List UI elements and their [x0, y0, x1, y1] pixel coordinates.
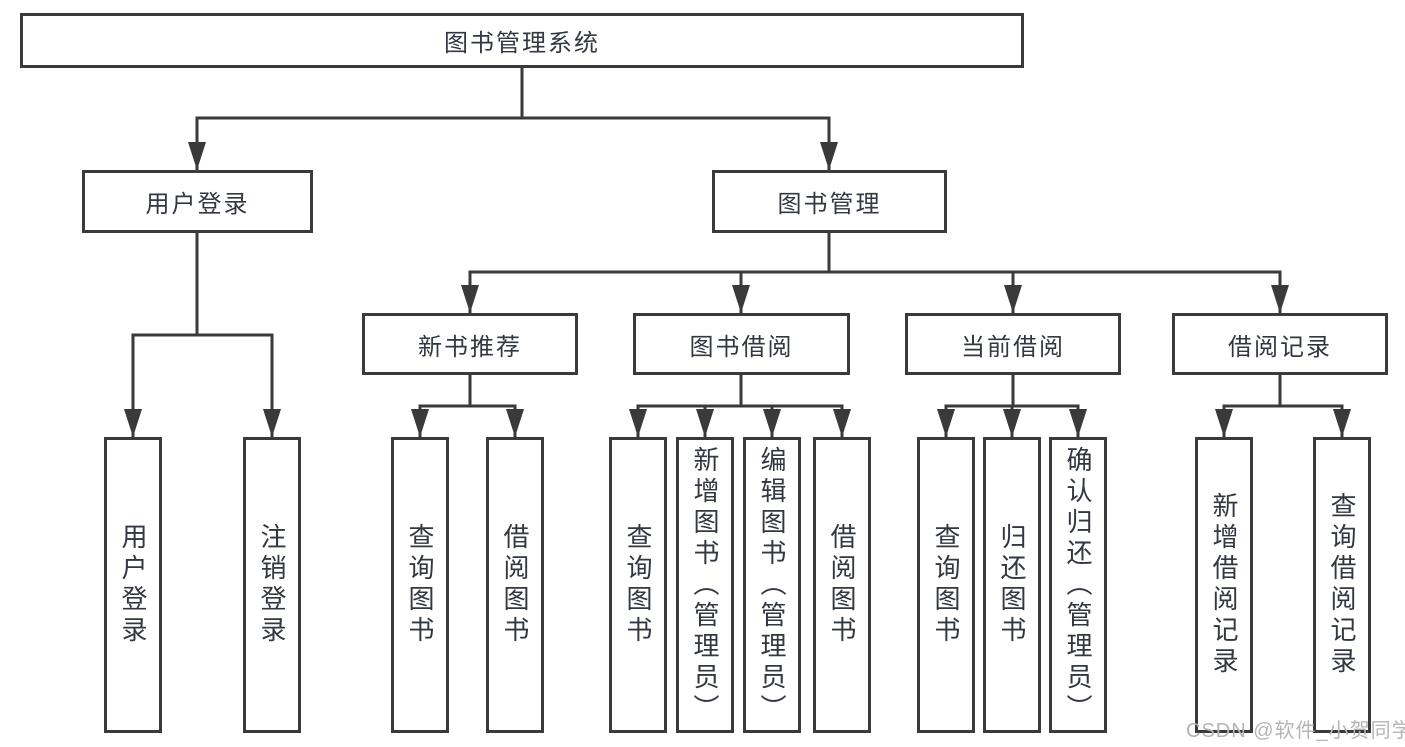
node-book-borrowing: 图书借阅 — [633, 313, 850, 375]
leaf-borrow-books-recommend: 借阅图书 — [486, 437, 544, 733]
leaf-confirm-return-admin-label: 确认归还（管理员） — [1063, 445, 1093, 725]
node-root-label: 图书管理系统 — [444, 30, 600, 57]
node-user-login-label: 用户登录 — [145, 191, 250, 218]
connectors-root-to-level2 — [188, 66, 838, 170]
leaf-query-borrow-record-label: 查询借阅记录 — [1327, 492, 1357, 678]
node-root: 图书管理系统 — [20, 13, 1024, 68]
leaf-logout: 注销登录 — [243, 437, 301, 733]
node-user-login: 用户登录 — [82, 170, 313, 233]
leaf-query-books-borrowing-label: 查询图书 — [623, 523, 653, 647]
leaf-confirm-return-admin: 确认归还（管理员） — [1049, 437, 1107, 733]
leaf-add-book-admin-label: 新增图书（管理员） — [690, 445, 720, 725]
node-new-book-recommendation-label: 新书推荐 — [418, 333, 522, 361]
leaf-borrow-books-borrowing: 借阅图书 — [813, 437, 871, 733]
leaf-query-books-current-label: 查询图书 — [931, 523, 961, 647]
leaf-query-books-current: 查询图书 — [917, 437, 975, 733]
node-book-management: 图书管理 — [712, 170, 947, 233]
leaf-query-books-borrowing: 查询图书 — [609, 437, 667, 733]
leaf-user-login-label: 用户登录 — [118, 523, 148, 647]
leaf-query-books-recommend-label: 查询图书 — [405, 523, 435, 647]
connectors-user-login — [124, 231, 281, 437]
node-current-borrowing: 当前借阅 — [905, 313, 1121, 375]
leaf-add-book-admin: 新增图书（管理员） — [676, 437, 734, 733]
node-book-management-label: 图书管理 — [777, 191, 882, 218]
leaf-add-borrow-record: 新增借阅记录 — [1195, 437, 1253, 733]
node-borrowing-records: 借阅记录 — [1172, 313, 1388, 375]
node-book-borrowing-label: 图书借阅 — [689, 333, 794, 361]
leaf-return-book-label: 归还图书 — [997, 523, 1027, 647]
leaf-edit-book-admin-label: 编辑图书（管理员） — [757, 445, 787, 725]
leaf-user-login: 用户登录 — [104, 437, 162, 733]
leaf-return-book: 归还图书 — [983, 437, 1041, 733]
leaf-borrow-books-recommend-label: 借阅图书 — [500, 523, 530, 647]
connectors-borrowing-records — [1215, 373, 1351, 437]
connectors-book-borrowing — [629, 373, 851, 437]
node-borrowing-records-label: 借阅记录 — [1228, 333, 1332, 361]
leaf-query-books-recommend: 查询图书 — [391, 437, 449, 733]
leaf-query-borrow-record: 查询借阅记录 — [1313, 437, 1371, 733]
leaf-add-borrow-record-label: 新增借阅记录 — [1209, 492, 1239, 678]
connectors-book-management — [461, 231, 1289, 313]
connectors-current-borrowing — [937, 373, 1087, 437]
leaf-borrow-books-borrowing-label: 借阅图书 — [827, 523, 857, 647]
node-current-borrowing-label: 当前借阅 — [961, 333, 1065, 361]
node-new-book-recommendation: 新书推荐 — [362, 313, 578, 375]
leaf-logout-label: 注销登录 — [257, 523, 287, 647]
connectors-new-book-recommendation — [411, 373, 524, 437]
csdn-watermark: CSDN @软件_小贺同学 — [1186, 720, 1405, 742]
leaf-edit-book-admin: 编辑图书（管理员） — [743, 437, 801, 733]
